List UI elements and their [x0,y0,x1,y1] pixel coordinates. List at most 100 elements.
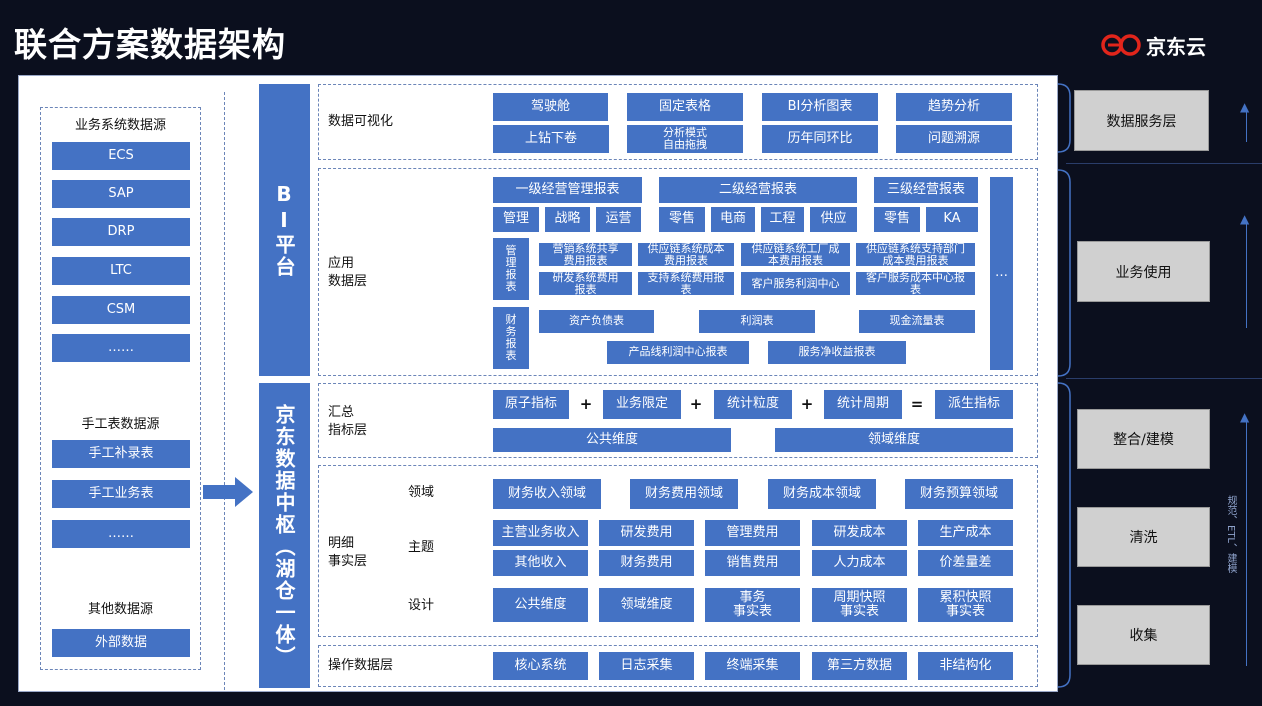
domain-item: 财务收入领域 [493,479,601,509]
viz-item: 趋势分析 [896,93,1012,121]
detail-row-label: 领域 [408,485,435,500]
ods-item: 日志采集 [599,652,694,680]
management-report: 客户服务成本中心报 表 [856,272,975,295]
detail-layer-label: 明细 事实层 [328,536,368,569]
right-brackets [1057,83,1071,688]
viz-item: 分析模式 自由拖拽 [627,125,743,153]
bi-platform-bar: BI平台 [259,84,310,376]
design-item: 累积快照 事实表 [918,588,1013,622]
up-arrow-line [1246,422,1247,666]
other-sources-title: 其他数据源 [87,602,153,617]
report-subcategory: 零售 [659,207,705,232]
jd-data-hub-label: 京东数据中枢（湖仓一体） [272,403,296,668]
ods-item: 核心系统 [493,652,588,680]
management-report: 供应链系统支持部门 成本费用报表 [856,243,975,266]
up-arrow-line [1246,224,1247,328]
source-item: LTC [52,257,190,285]
design-item: 周期快照 事实表 [812,588,907,622]
formula-operator: = [910,395,924,413]
formula-item: 原子指标 [493,390,569,419]
finance-report: 现金流量表 [859,310,975,333]
design-item: 事务 事实表 [705,588,800,622]
summary-layer-label: 汇总 指标层 [328,405,368,438]
formula-item: 统计粒度 [714,390,792,419]
jd-data-hub-bar: 京东数据中枢（湖仓一体） [259,383,310,688]
viz-item: 驾驶舱 [493,93,608,121]
logo-text: 京东云 [1146,34,1206,59]
management-report: 供应链系统成本 费用报表 [638,243,734,266]
formula-operator: + [689,395,703,413]
source-item: …… [52,520,190,548]
viz-layer-box [318,84,1038,160]
source-item: DRP [52,218,190,246]
up-arrow-icon: ▲ [1240,100,1250,114]
right-arrow-icon [203,477,253,507]
ods-item: 终端采集 [705,652,800,680]
source-item: 手工业务表 [52,480,190,508]
finance-report-label: 财 务 报 表 [493,307,529,369]
design-item: 领域维度 [599,588,694,622]
topic-item: 其他收入 [493,550,588,576]
viz-item: BI分析图表 [762,93,878,121]
ods-item: 非结构化 [918,652,1013,680]
up-arrow-line [1246,112,1247,142]
ods-layer-label: 操作数据层 [328,658,394,673]
topic-item: 主营业务收入 [493,520,588,546]
report-header: 一级经营管理报表 [493,177,642,203]
report-subcategory: KA [926,207,978,232]
source-item: 手工补录表 [52,440,190,468]
right-layer-item: 清洗 [1077,507,1210,567]
viz-item: 历年同环比 [762,125,878,153]
viz-item: 固定表格 [627,93,743,121]
report-subcategory: 零售 [874,207,920,232]
summary-layer-box [318,383,1038,458]
design-item: 公共维度 [493,588,588,622]
source-item: ECS [52,142,190,170]
report-subcategory: 电商 [711,207,755,232]
viz-item: 上钻下卷 [493,125,609,153]
section-divider-bottom [1066,378,1262,379]
up-arrow-icon: ▲ [1240,212,1250,226]
formula-item: 统计周期 [824,390,902,419]
domain-item: 财务预算领域 [905,479,1013,509]
source-item: CSM [52,296,190,324]
app-layer-label: 应用 数据层 [328,256,368,289]
bi-platform-label: BI平台 [272,182,296,278]
topic-item: 研发成本 [812,520,907,546]
domain-item: 财务成本领域 [768,479,876,509]
viz-item: 问题溯源 [896,125,1012,153]
source-item: 外部数据 [52,629,190,657]
report-subcategory: 供应 [810,207,857,232]
report-subcategory: 战略 [545,207,590,232]
management-report-label: 管 理 报 表 [493,238,529,300]
ods-item: 第三方数据 [812,652,907,680]
report-subcategory: 运营 [596,207,641,232]
report-header: 三级经营报表 [874,177,978,203]
detail-layer-box [318,465,1038,637]
management-report: 供应链系统工厂成 本费用报表 [741,243,850,266]
formula-item: 派生指标 [935,390,1013,419]
logo: 京东云 [1100,28,1230,62]
source-item: SAP [52,180,190,208]
section-divider-top [1066,163,1262,164]
side-process-text: 规范、ETL、建模 [1225,495,1236,573]
report-subcategory: 工程 [761,207,804,232]
topic-item: 生产成本 [918,520,1013,546]
source-item: …… [52,334,190,362]
management-report: 客户服务利润中心 [741,272,850,295]
report-subcategory: 管理 [493,207,539,232]
report-header: 二级经营报表 [659,177,857,203]
dimension-item: 领域维度 [775,428,1013,452]
detail-row-label: 设计 [408,598,435,613]
page-title: 联合方案数据架构 [14,25,286,64]
topic-item: 人力成本 [812,550,907,576]
jd-cloud-logo-icon [1101,34,1141,56]
management-report: 支持系统费用报 表 [638,272,734,295]
management-report: 研发系统费用 报表 [539,272,632,295]
topic-item: 价差量差 [918,550,1013,576]
dimension-item: 公共维度 [493,428,731,452]
divider-line [224,92,225,690]
management-report: 营销系统共享 费用报表 [539,243,632,266]
finance-report: 资产负债表 [539,310,654,333]
manual-sources-title: 手工表数据源 [81,417,160,432]
